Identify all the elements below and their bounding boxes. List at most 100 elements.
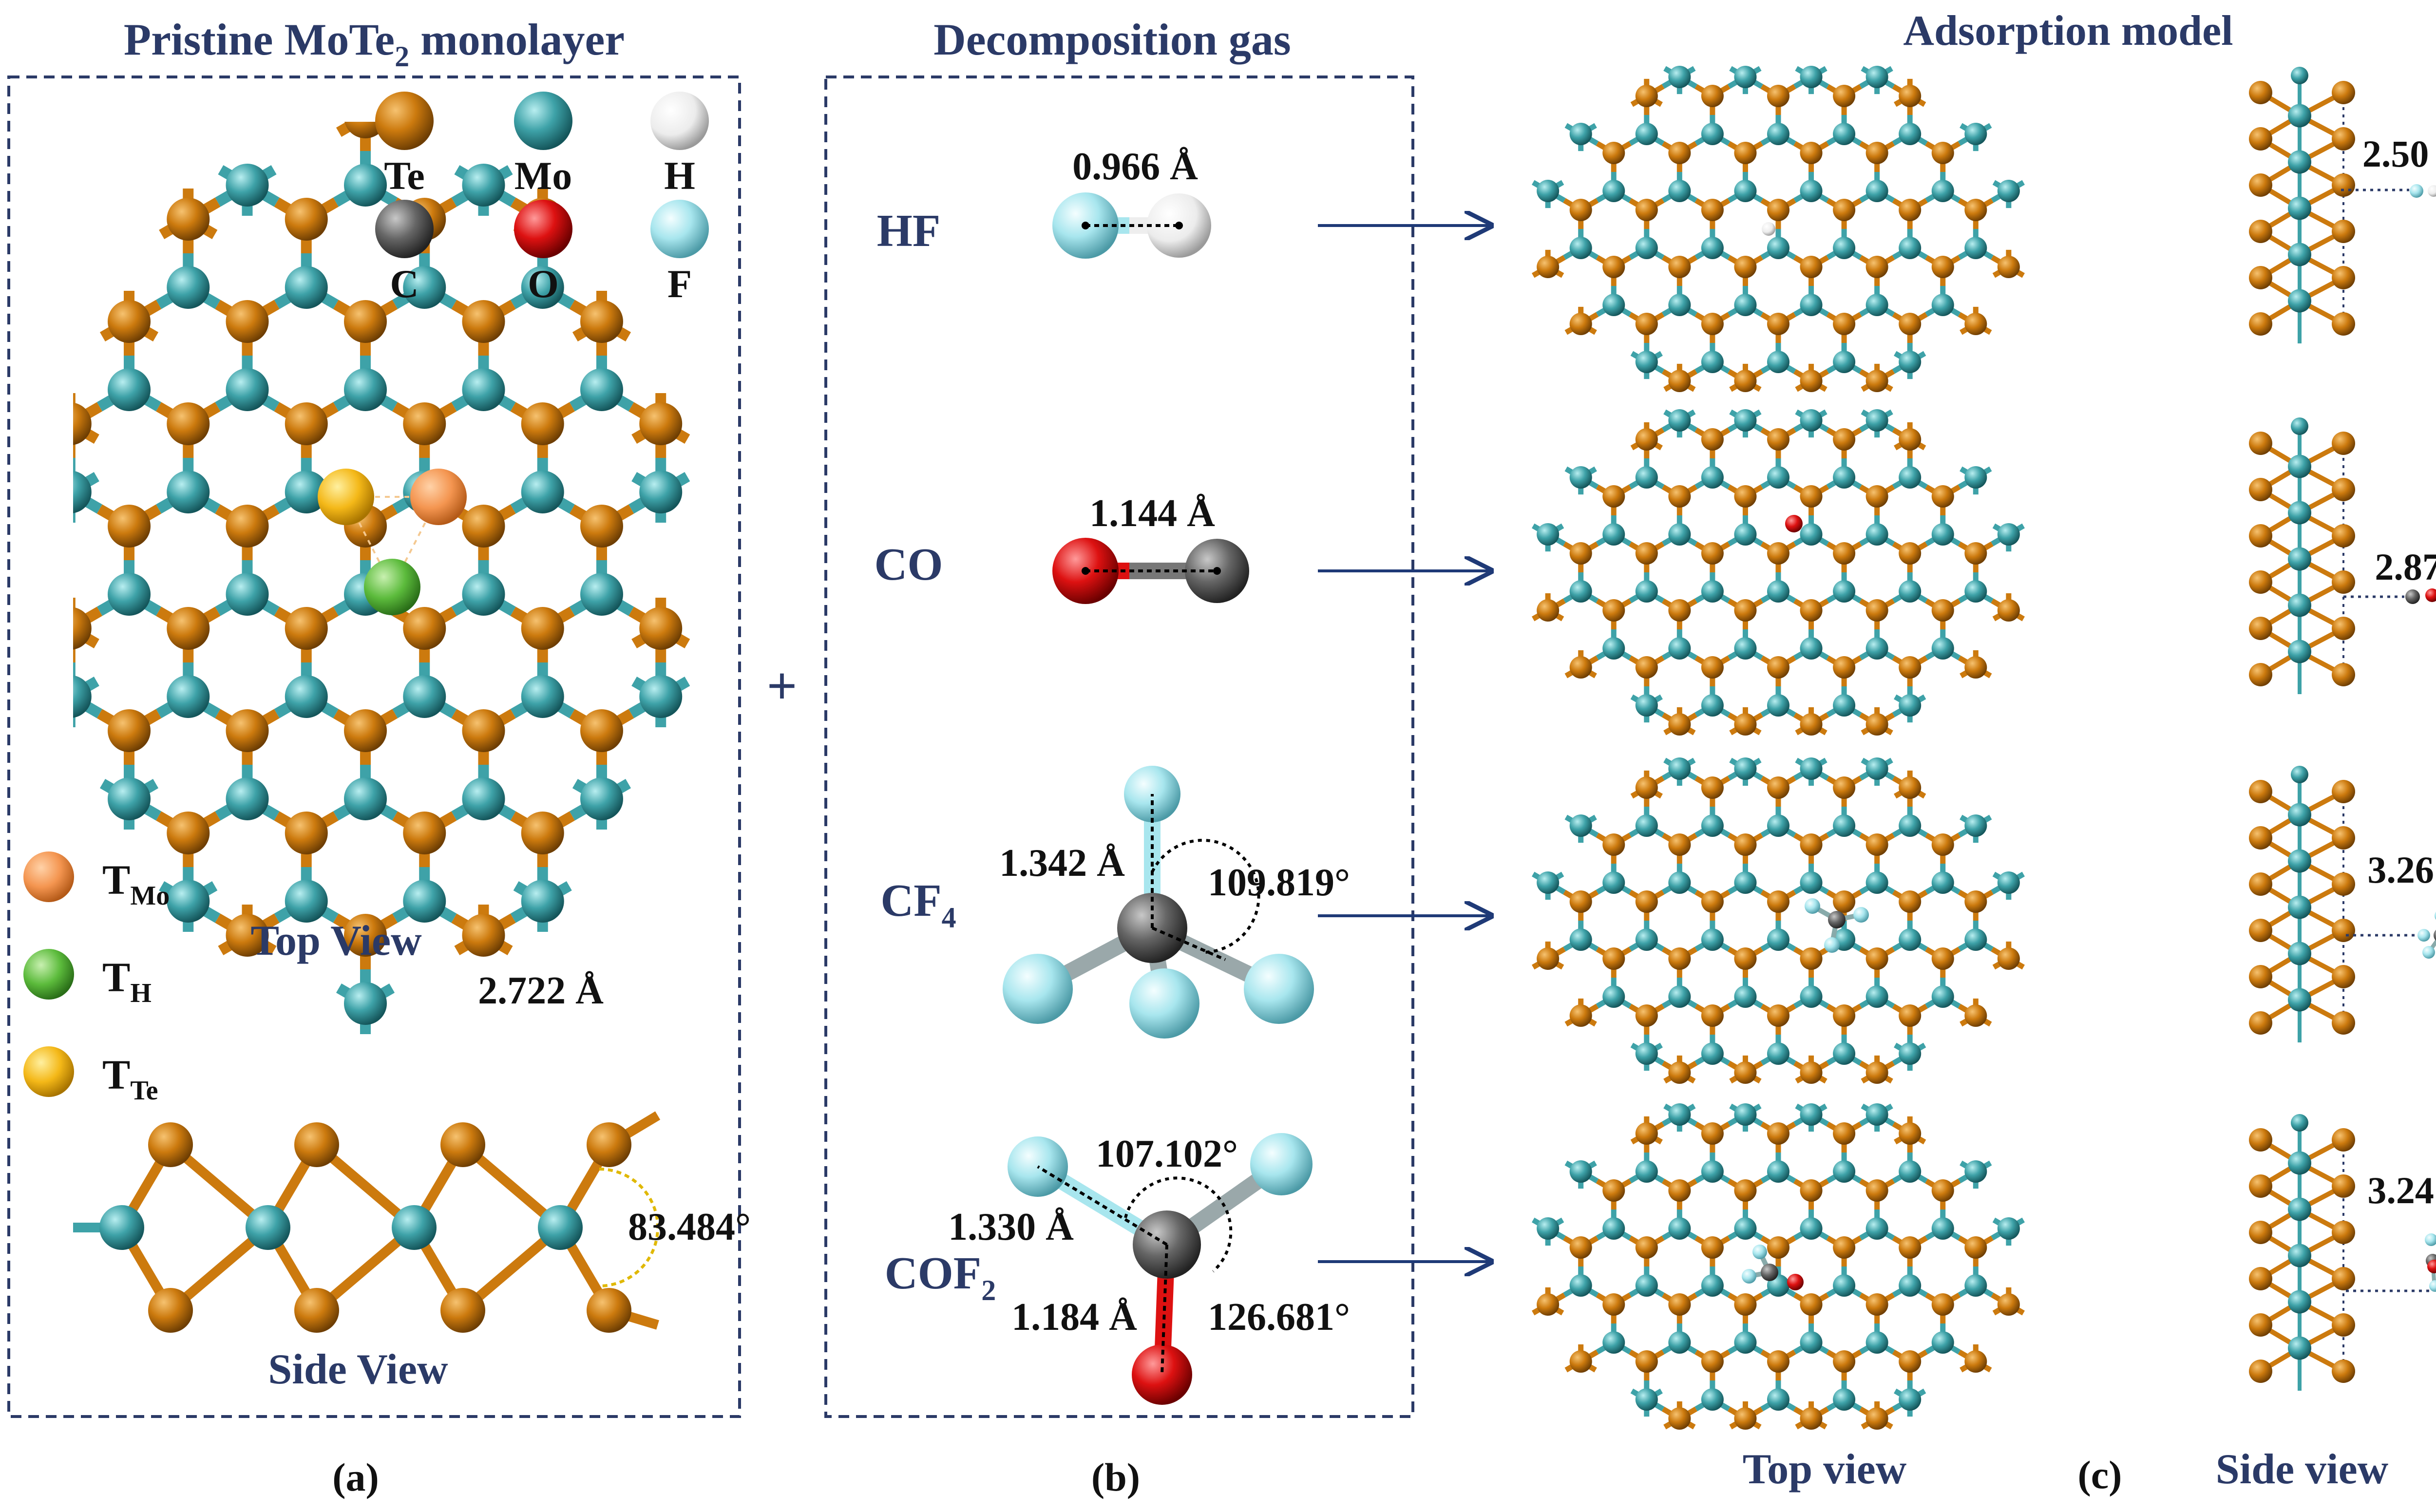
c-top-0-te-atom: [1734, 256, 1757, 278]
c-top-3-te-atom: [1734, 1293, 1757, 1316]
legend-c-swatch: [375, 200, 434, 258]
c-top-0-mo-atom: [1800, 294, 1823, 316]
legend-mo-swatch: [514, 92, 572, 150]
c-top-2-mo-atom: [1833, 814, 1856, 837]
c-top-3-te-atom: [1668, 1179, 1691, 1202]
c-top-0-mo-atom: [1964, 123, 1987, 145]
c-top-1-mo-atom: [1602, 637, 1625, 660]
c-top-2-mo-atom: [1800, 757, 1823, 780]
side-c-te-atom: [2249, 826, 2272, 850]
c-top-0-te-atom: [1899, 199, 1922, 221]
c-top-3-mo-atom: [1668, 1217, 1691, 1240]
a-lattice-te-atom: [403, 402, 446, 445]
c-top-2-te-atom: [1931, 833, 1954, 856]
adsorption-side-views: [2249, 67, 2355, 1391]
c-top-0-mo-atom: [1865, 66, 1888, 88]
c-top-3-mo-atom: [1899, 1160, 1922, 1183]
c-top-0-te-atom: [1767, 85, 1789, 107]
c-top-2-mo-atom: [1800, 985, 1823, 1008]
c-top-2-bonds: [1532, 757, 2025, 1084]
side-c-te-atom: [2332, 919, 2355, 942]
top-view-0: [1532, 66, 2025, 392]
a-lattice-mo-atom: [73, 675, 92, 718]
site-t-te-marker: [318, 469, 374, 525]
gas-cof2: COF2 107.102° 1.330 Å 1.184 Å 126.681°: [885, 1133, 1350, 1405]
c-top-0-mo-atom: [1668, 294, 1691, 316]
legend-te-label: Te: [384, 153, 425, 198]
cf4-angle: 109.819°: [1208, 861, 1350, 904]
side-c-te-atom: [2249, 663, 2272, 686]
side-c-mo-atom: [2288, 243, 2311, 266]
a-lattice-mo-atom: [226, 368, 269, 411]
c-top-0-te-atom: [1931, 142, 1954, 164]
a-lattice-mo-atom: [344, 164, 387, 207]
c-top-1-bonds: [1532, 409, 2025, 736]
cof2-o-atom: [1132, 1344, 1192, 1405]
side-c-mo-atom: [2288, 942, 2311, 965]
c-top-0-te-atom: [1997, 256, 2020, 278]
c-top-3-mo-atom: [1833, 1160, 1856, 1183]
co-top-o: [1785, 515, 1803, 532]
c-top-2-te-atom: [1668, 833, 1691, 856]
panel-a-label: (a): [332, 1455, 379, 1499]
side-c-te-atom: [2332, 1267, 2355, 1290]
c-top-3-te-atom: [1668, 1293, 1691, 1316]
side-c-mo-atom: [2288, 803, 2311, 827]
c-top-2-mo-atom: [1833, 1042, 1856, 1065]
a-lattice-te-atom: [285, 812, 328, 854]
c-top-1-mo-atom: [1701, 466, 1724, 489]
side-a-mo-atom: [99, 1205, 144, 1250]
c-top-1-mo-atom: [1964, 580, 1987, 603]
c-top-2-mo-atom: [1668, 985, 1691, 1008]
side-a-te-atom: [587, 1288, 631, 1333]
adsorbed-co-side: [2343, 588, 2436, 604]
a-lattice-mo-atom: [285, 266, 328, 309]
a-lattice-mo-atom: [226, 164, 269, 207]
panel-b-label: (b): [1091, 1455, 1140, 1499]
c-top-1-te-atom: [1734, 485, 1757, 508]
c-top-1-atoms: [1537, 409, 2020, 736]
c-top-1-mo-atom: [1668, 409, 1691, 432]
site-legend: TMo TH TTe: [23, 851, 170, 1106]
bond-length-a: 2.722 Å: [478, 969, 604, 1012]
c-top-2-te-atom: [1964, 1004, 1987, 1027]
c-top-1-te-atom: [1569, 542, 1592, 565]
ads-distance-hf: 2.50 Å: [2362, 132, 2436, 175]
c-top-0-te-atom: [1569, 313, 1592, 335]
c-top-1-mo-atom: [1865, 637, 1888, 660]
side-c-te-atom: [2249, 872, 2272, 896]
c-top-3-mo-atom: [1668, 1331, 1691, 1354]
side-c-te-atom: [2332, 780, 2355, 803]
c-top-1-te-atom: [1668, 599, 1691, 622]
a-lattice-te-atom: [226, 709, 269, 752]
side-c-mo-atom: [2291, 766, 2308, 783]
site-t-te: TTe: [23, 1046, 158, 1106]
a-lattice-mo-atom: [344, 368, 387, 411]
a-lattice-te-atom: [226, 300, 269, 343]
c-top-3-te-atom: [1899, 1236, 1922, 1259]
a-lattice-te-atom: [285, 607, 328, 650]
c-top-1-mo-atom: [1734, 637, 1757, 660]
side-c-te-atom: [2249, 1267, 2272, 1290]
legend-te-swatch: [375, 92, 434, 150]
c-top-1-mo-atom: [1800, 523, 1823, 546]
c-top-0-mo-atom: [1767, 351, 1789, 373]
c-top-2-mo-atom: [1899, 1042, 1922, 1065]
c-top-1-mo-atom: [1668, 523, 1691, 546]
c-top-1-te-atom: [1734, 599, 1757, 622]
a-lattice-te-atom: [344, 709, 387, 752]
c-top-2-te-atom: [1899, 890, 1922, 913]
side-c-mo-atom: [2288, 1244, 2311, 1267]
site-t-mo-marker: [410, 469, 467, 525]
cof2-top-f-1: [1752, 1245, 1767, 1259]
a-lattice-mo-atom: [167, 880, 210, 923]
side-c-te-atom: [2249, 1313, 2272, 1337]
c-top-0-te-atom: [1899, 313, 1922, 335]
legend-o-label: O: [528, 262, 559, 306]
side-c-te-atom: [2249, 1221, 2272, 1244]
cf4-angle-arc: [1151, 839, 1260, 954]
c-top-3-mo-atom: [1569, 1274, 1592, 1297]
a-lattice-te-atom: [639, 402, 683, 445]
